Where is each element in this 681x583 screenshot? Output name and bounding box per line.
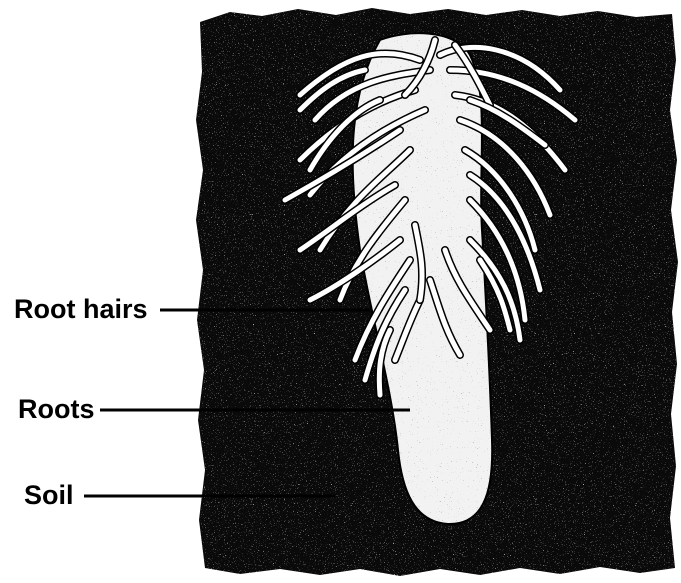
roots-label: Roots [18,394,95,424]
root-hairs-label: Root hairs [14,294,148,324]
soil-label: Soil [24,480,74,510]
